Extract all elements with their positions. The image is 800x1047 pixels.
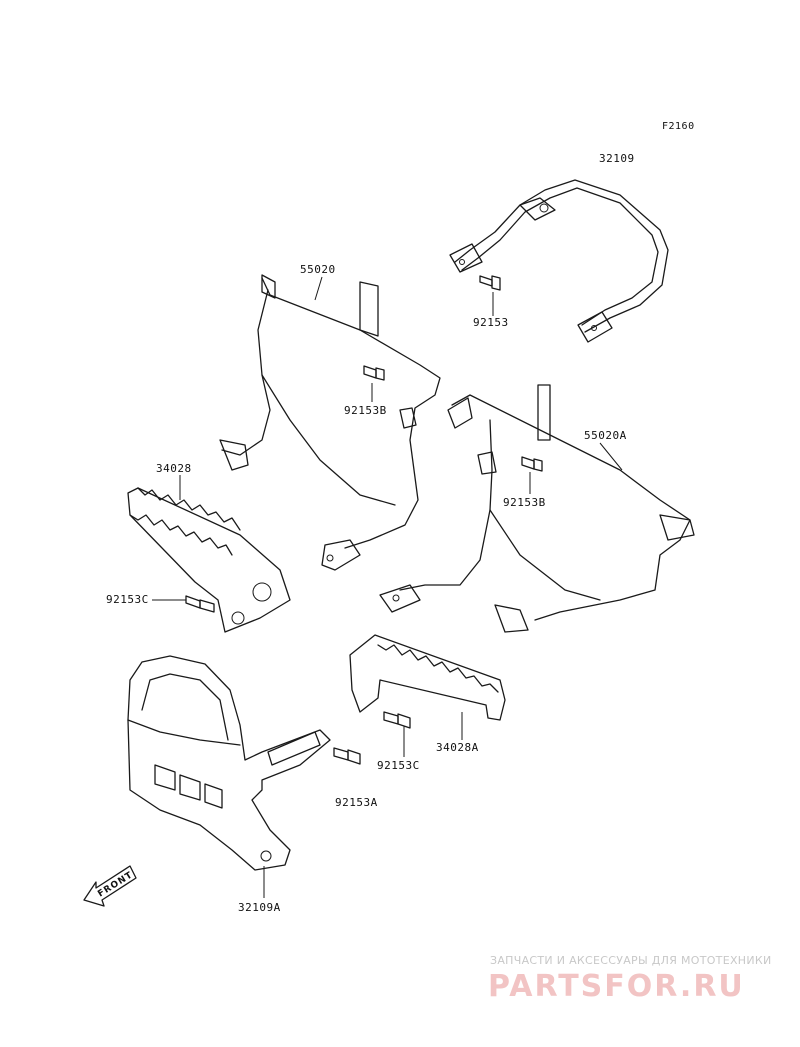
watermark-brand: PARTSFOR.RU [488,969,745,1004]
front-arrow: FRONT [83,865,137,907]
watermark: ЗАПЧАСТИ И АКСЕССУАРЫ ДЛЯ МОТОТЕХНИКИ PA… [488,954,772,1004]
label-92153b-left: 92153B [344,404,387,417]
leader-55020a [599,442,623,471]
label-92153c-right: 92153C [377,759,420,772]
bolt-92153c-right [383,711,411,729]
side-guard-55020 [219,274,441,571]
label-92153b-right: 92153B [503,496,546,509]
leader-55020 [314,276,323,301]
bolt-92153a [333,747,361,765]
rear-guard-32109 [449,179,669,343]
label-32109: 32109 [599,152,635,165]
label-34028: 34028 [156,462,192,475]
label-92153a: 92153A [335,796,378,809]
label-92153c-left: 92153C [106,593,149,606]
label-55020: 55020 [300,263,336,276]
label-92153: 92153 [473,316,509,329]
watermark-tagline: ЗАПЧАСТИ И АКСЕССУАРЫ ДЛЯ МОТОТЕХНИКИ [490,954,772,967]
footpeg-34028 [127,487,291,633]
label-34028a: 34028A [436,741,479,754]
label-32109a: 32109A [238,901,281,914]
front-guard-32109a [127,655,331,871]
bolt-92153 [479,275,501,291]
bolt-92153b-right [521,456,543,472]
figure-id: F2160 [662,121,695,132]
bolt-92153b-left [363,365,385,381]
footpeg-34028a [349,634,506,721]
side-guard-55020a [379,384,695,633]
label-55020a: 55020A [584,429,627,442]
bolt-92153c-left [185,595,215,613]
